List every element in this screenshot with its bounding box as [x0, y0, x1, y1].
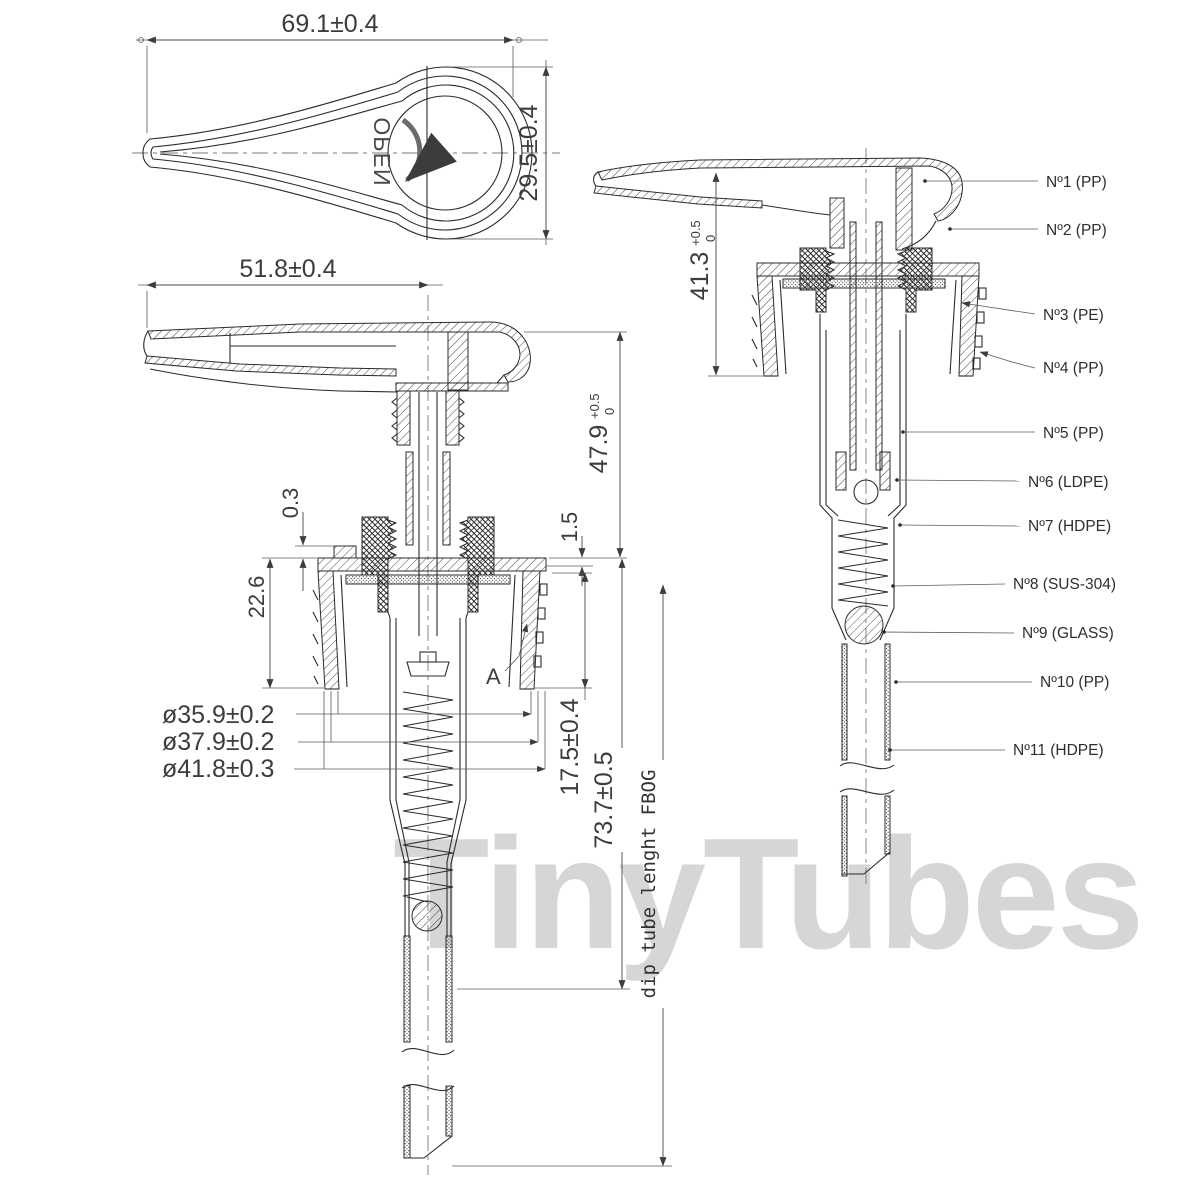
- pump-stem-section: [391, 390, 465, 636]
- pump-body-section: [387, 611, 469, 936]
- side-closure-collar: [751, 262, 987, 377]
- dim-collar-height: 22.6: [244, 576, 269, 619]
- watermark-text: TinyTubes: [393, 806, 1142, 982]
- closure-collar-section: [312, 545, 548, 690]
- dim-height-to-collar: 47.9 +0.5 0: [585, 393, 617, 473]
- part-label-9: Nº9 (GLASS): [1022, 625, 1114, 642]
- dim-spout-length: 51.8±0.4: [239, 255, 336, 283]
- part-label-10: Nº10 (PP): [1040, 674, 1109, 691]
- side-dip-tube: [839, 643, 895, 877]
- lever-inner-contour-2: [159, 84, 515, 222]
- dim-step: 1.5: [557, 512, 582, 543]
- dim-seal-depth: 17.5±0.4: [556, 698, 584, 795]
- side-section-view: 41.3 +0.5 0 Nº1 (PP) Nº2 (PP) Nº3 (PE) N…: [593, 148, 1116, 885]
- actuator-head-section: [143, 321, 531, 393]
- dim-diameter-3: ø41.8±0.3: [162, 755, 274, 783]
- open-label: OPEN: [369, 117, 395, 186]
- top-view-height-dimension: 29.5±0.4: [452, 60, 553, 245]
- detail-a-leader: [504, 623, 529, 672]
- side-spring: [837, 519, 889, 607]
- lever-recess-circle: [387, 95, 503, 211]
- dim-height-value: 47.9: [585, 425, 613, 474]
- part-label-5: Nº5 (PP): [1043, 425, 1104, 442]
- side-dim-value: 41.3: [686, 252, 714, 301]
- top-view-actuator: OPEN 69.1±0.4 29.5±0.4: [132, 10, 560, 245]
- front-view-dimensions: 51.8±0.4 47.9 +0.5 0 0.3 22.6 ø35.9±0.2: [138, 255, 672, 1167]
- dim-height-tol-top: +0.5: [587, 393, 602, 419]
- dim-top-width: 69.1±0.4: [281, 10, 378, 38]
- top-view-width-dimension: 69.1±0.4: [136, 10, 548, 133]
- dim-gap: 0.3: [278, 488, 303, 519]
- part-label-4: Nº4 (PP): [1043, 360, 1104, 377]
- side-actuator-head: [593, 157, 963, 471]
- dim-diameter-1: ø35.9±0.2: [162, 701, 274, 729]
- part-label-11: Nº11 (HDPE): [1013, 742, 1104, 759]
- dim-top-height: 29.5±0.4: [515, 104, 543, 201]
- part-label-6: Nº6 (LDPE): [1028, 474, 1109, 491]
- part-label-1: Nº1 (PP): [1046, 174, 1107, 191]
- side-pump-body: [819, 314, 907, 645]
- part-label-7: Nº7 (HDPE): [1028, 518, 1111, 535]
- spring: [402, 691, 454, 903]
- side-view-height-dimension: 41.3 +0.5 0: [686, 172, 764, 377]
- dim-height-tol-bottom: 0: [602, 408, 617, 415]
- open-marking: OPEN: [369, 117, 395, 186]
- lever-outer-outline: [142, 66, 533, 240]
- dim-body-length: 73.7±0.5: [590, 751, 618, 848]
- part-label-3: Nº3 (PE): [1043, 307, 1104, 324]
- stem-ball: [853, 479, 879, 505]
- side-dim-tol-bottom: 0: [703, 235, 718, 242]
- detail-a-label: A: [486, 664, 501, 689]
- side-dim-tol-top: +0.5: [688, 220, 703, 246]
- part-callouts: Nº1 (PP) Nº2 (PP) Nº3 (PE) Nº4 (PP) Nº5 …: [882, 174, 1116, 759]
- glass-ball: [844, 605, 884, 645]
- lever-inner-contour-1: [150, 75, 523, 231]
- front-section-view: 51.8±0.4 47.9 +0.5 0 0.3 22.6 ø35.9±0.2: [138, 255, 672, 1175]
- open-rotate-arrow-icon: [401, 117, 457, 182]
- part-label-2: Nº2 (PP): [1046, 222, 1107, 239]
- dim-diameter-2: ø37.9±0.2: [162, 728, 274, 756]
- dip-tube-section: [401, 935, 455, 1159]
- ball-check-valve: [411, 900, 443, 932]
- part-label-8: Nº8 (SUS-304): [1013, 576, 1116, 593]
- dim-dip-tube-length: dip tube lenght FBOG: [638, 770, 660, 999]
